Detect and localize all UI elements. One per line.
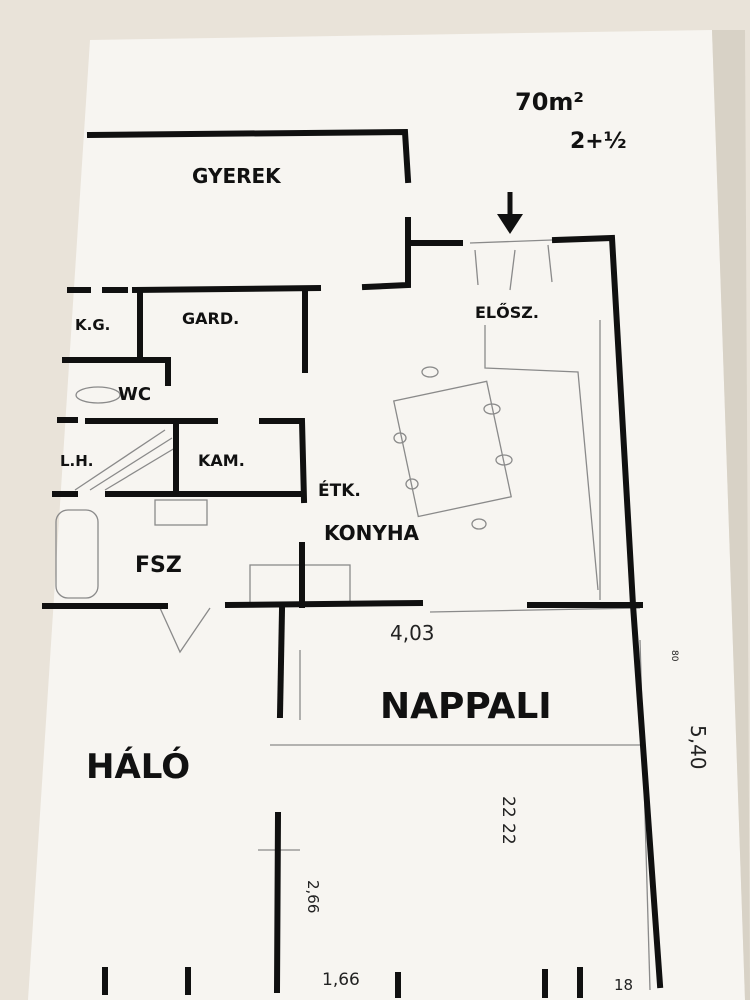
room-label-halo: HÁLÓ: [86, 746, 190, 787]
walls: [42, 128, 664, 998]
room-label-wc: WC: [118, 384, 151, 405]
room-label-elosz: ELŐSZ.: [475, 302, 539, 322]
room-label-lh: L.H.: [60, 452, 94, 470]
measurement-266: 2,66: [304, 880, 322, 913]
room-label-kam: KAM.: [198, 451, 245, 470]
room-label-etk: ÉTK.: [318, 479, 361, 501]
measurement-403: 4,03: [390, 621, 435, 645]
area-note: 70m²: [515, 88, 584, 116]
measurement-166: 1,66: [322, 970, 360, 990]
room-label-nappali: NAPPALI: [380, 686, 552, 727]
room-label-kg: K.G.: [75, 316, 110, 334]
measurement-80: 80: [669, 650, 679, 662]
measurement-540: 5,40: [686, 725, 710, 770]
rooms-count-note: 2+½: [570, 129, 627, 154]
measurement-18: 18: [614, 976, 633, 994]
measurement-2222: 22 22: [498, 796, 518, 845]
room-label-gard: GARD.: [182, 309, 239, 328]
entrance-arrow-icon: [497, 192, 523, 234]
paper-shadow: [712, 30, 750, 1000]
room-label-gyerek: GYEREK: [192, 164, 282, 188]
paper-sheet: [28, 30, 745, 1000]
room-label-konyha: KONYHA: [324, 521, 420, 545]
room-label-fsz: FSZ: [135, 553, 182, 578]
